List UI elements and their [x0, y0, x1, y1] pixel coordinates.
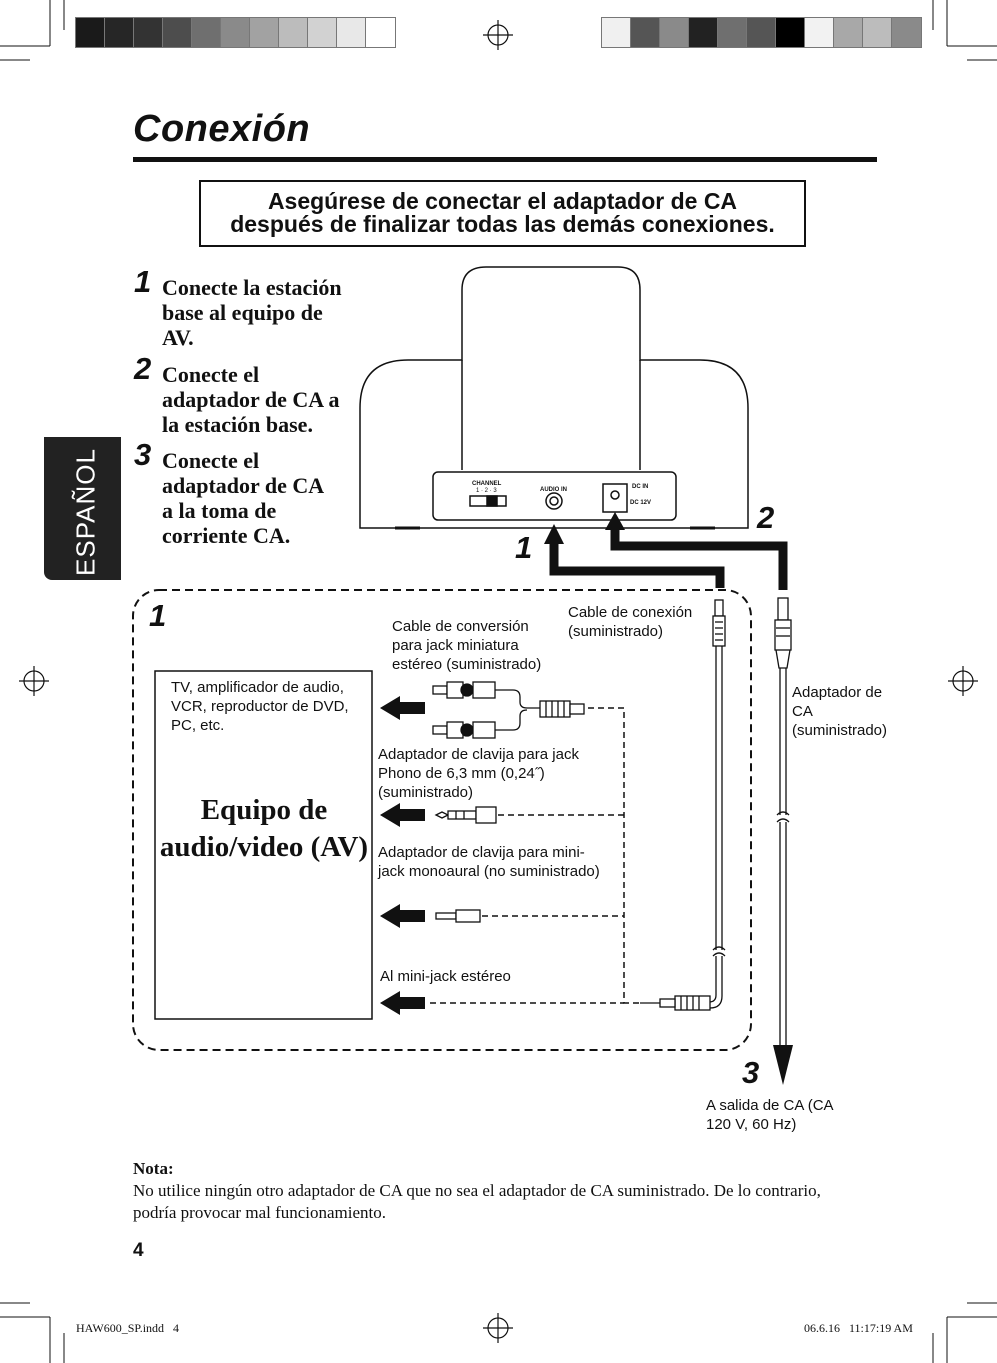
- warning-line-2: después de finalizar todas las demás con…: [230, 211, 775, 237]
- conversion-cable-label: Cable de conversión para jack miniatura …: [392, 618, 542, 673]
- channel-label: CHANNEL: [472, 481, 502, 487]
- color-swatch: [862, 17, 893, 48]
- color-swatch: [891, 17, 922, 48]
- callout-1-box: 1: [149, 598, 167, 633]
- language-tab-label: ESPAÑOL: [70, 448, 101, 576]
- step-3-text: Conecte el adaptador de CA a la toma de …: [162, 448, 323, 548]
- color-swatch: [804, 17, 835, 48]
- footer-file: HAW600_SP.indd 4: [76, 1321, 180, 1335]
- mono-adapter: [435, 909, 481, 923]
- color-swatch: [162, 17, 193, 48]
- arrows-to-av: [380, 696, 425, 1015]
- dc-spec-label: DC 12V: [630, 500, 652, 506]
- color-swatch: [133, 17, 164, 48]
- routing-lines: [549, 528, 788, 590]
- color-swatch: [191, 17, 222, 48]
- av-examples-label: TV, amplificador de audio, VCR, reproduc…: [171, 679, 349, 734]
- color-swatch: [249, 17, 280, 48]
- base-station: [359, 266, 749, 530]
- av-equipment-label: Equipo de audio/video (AV): [159, 794, 369, 863]
- audio-in-label: AUDIO IN: [540, 487, 567, 493]
- mono-adapter-label: Adaptador de clavija para mini-jack mono…: [378, 844, 600, 880]
- arrow-audio-in: [544, 524, 564, 544]
- page-title: Conexión: [133, 108, 311, 150]
- phono-adapter: [434, 806, 497, 824]
- step-3-number: 3: [134, 437, 152, 472]
- footer-timestamp: 06.6.16 11:17:19 AM: [804, 1321, 913, 1335]
- step-2-text: Conecte el adaptador de CA a la estación…: [162, 362, 340, 437]
- callout-1-device: 1: [515, 530, 533, 565]
- callout-3: 3: [742, 1055, 760, 1090]
- color-swatch: [307, 17, 338, 48]
- dc-in-label: DC IN: [632, 484, 649, 490]
- av-equipment-box: [154, 670, 373, 1020]
- color-swatch: [746, 17, 777, 48]
- ac-adapter-cable: [774, 597, 792, 1045]
- arrow-dc-in: [605, 512, 625, 530]
- color-swatch: [659, 17, 690, 48]
- color-swatch: [833, 17, 864, 48]
- channel-positions-label: 1 · 2 · 3: [476, 488, 497, 494]
- color-swatch: [601, 17, 632, 48]
- dashed-connectors: [430, 707, 640, 1004]
- step-1-number: 1: [134, 264, 152, 299]
- step-2-number: 2: [134, 351, 152, 386]
- color-swatch: [717, 17, 748, 48]
- ac-outlet-label: A salida de CA (CA 120 V, 60 Hz): [706, 1097, 833, 1133]
- step-1-text: Conecte la estación base al equipo de AV…: [162, 275, 342, 350]
- color-swatch: [104, 17, 135, 48]
- warning-line-1: Asegúrese de conectar el adaptador de CA: [267, 188, 738, 214]
- stereo-jack-label: Al mini-jack estéreo: [380, 968, 511, 985]
- color-swatch: [336, 17, 367, 48]
- page-number: 4: [133, 1240, 144, 1261]
- connection-cable: [640, 599, 726, 1011]
- color-swatch: [688, 17, 719, 48]
- registration-targets: [19, 20, 978, 1343]
- note-heading: Nota:: [133, 1159, 174, 1178]
- color-swatch: [365, 17, 396, 48]
- phono-adapter-label: Adaptador de clavija para jack Phono de …: [378, 746, 579, 801]
- ac-adapter-label: Adaptador de CA (suministrado): [792, 684, 888, 739]
- color-swatch: [278, 17, 309, 48]
- color-swatch: [630, 17, 661, 48]
- warning-box: Asegúrese de conectar el adaptador de CA…: [199, 180, 806, 247]
- color-swatch: [220, 17, 251, 48]
- conversion-cable: [432, 681, 585, 739]
- arrow-ac-outlet: [773, 1045, 793, 1085]
- color-swatch: [75, 17, 106, 48]
- callout-2-device: 2: [757, 500, 775, 535]
- note-body: No utilice ningún otro adaptador de CA q…: [133, 1181, 821, 1222]
- color-swatch: [775, 17, 806, 48]
- connection-cable-label: Cable de conexión (suministrado): [568, 604, 693, 640]
- title-rule: [133, 157, 877, 162]
- av-connection-box: [132, 589, 752, 1051]
- language-tab: [44, 437, 121, 580]
